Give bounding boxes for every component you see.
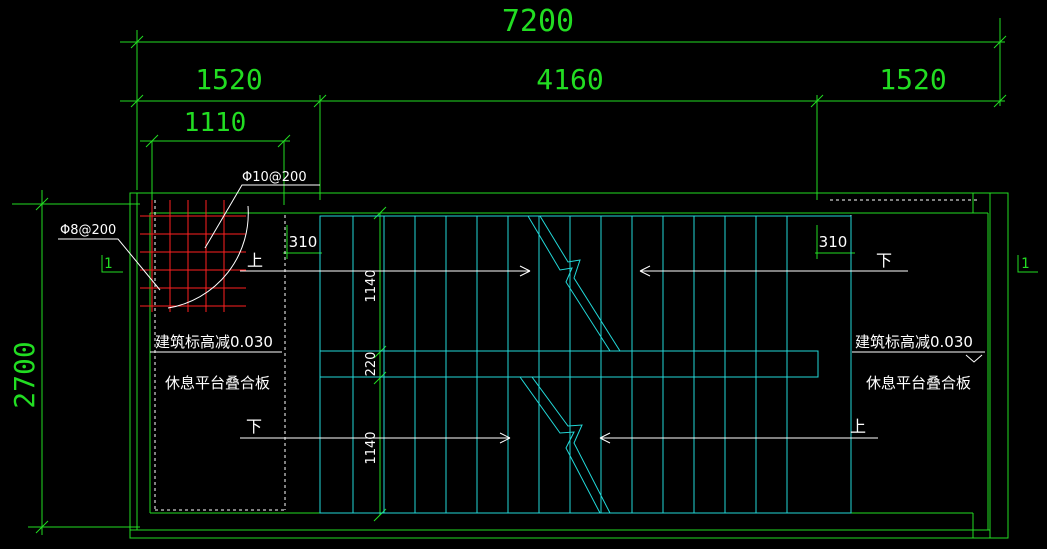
section-mark-left: 1 — [104, 256, 112, 272]
walking-lines — [150, 265, 985, 444]
dimension-lines — [12, 18, 1007, 535]
section-mark-right: 1 — [1021, 256, 1029, 272]
dim-height: 2700 — [8, 341, 41, 408]
dim-tread-left: 310 — [289, 233, 318, 251]
dim-middle-bay: 4160 — [536, 63, 603, 96]
dim-right-bay: 1520 — [879, 63, 946, 96]
section-marks — [101, 255, 1038, 273]
rebar-detail — [58, 184, 320, 312]
dim-left-detail: 1110 — [184, 108, 247, 138]
down-left-label: 下 — [246, 417, 262, 436]
dim-overall: 7200 — [502, 4, 574, 39]
stair-well — [319, 350, 819, 378]
rebar-left-label: Φ8@200 — [60, 223, 116, 238]
dim-flight-bottom: 1140 — [364, 431, 379, 464]
up-right-label: 上 — [850, 417, 866, 436]
stair-flights — [319, 215, 852, 514]
wall-outline — [129, 192, 1009, 539]
dim-left-bay: 1520 — [195, 63, 262, 96]
dim-flight-top: 1140 — [364, 269, 379, 302]
dim-tread-right: 310 — [819, 233, 848, 251]
rebar-top-label: Φ10@200 — [242, 170, 307, 185]
left-elevation-label: 建筑标高减0.030 — [155, 333, 273, 351]
dim-well: 220 — [364, 352, 379, 377]
left-slab-label: 休息平台叠合板 — [165, 374, 270, 392]
right-slab-label: 休息平台叠合板 — [866, 374, 971, 392]
up-left-label: 上 — [247, 251, 263, 270]
landing-dashed-edges — [154, 199, 978, 511]
right-elevation-label: 建筑标高减0.030 — [855, 333, 973, 351]
down-right-label: 下 — [876, 251, 892, 270]
